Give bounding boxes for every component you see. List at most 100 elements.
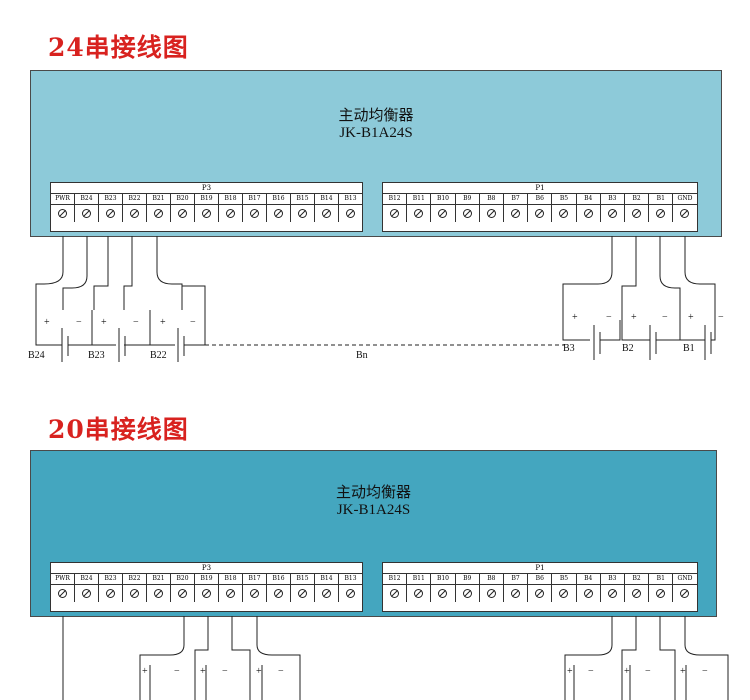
pin-label-b3: B3 xyxy=(600,573,625,585)
screw-icon xyxy=(414,589,424,598)
pin-label-b13: B13 xyxy=(339,573,363,585)
pin-label-b19: B19 xyxy=(195,193,219,205)
title-20-series: 20串接线图 xyxy=(48,415,189,444)
screw-icon xyxy=(414,209,424,218)
battery-label-b1: B1 xyxy=(683,343,695,354)
screw-icon xyxy=(680,209,690,218)
terminal-screw xyxy=(219,585,243,602)
terminal-screw xyxy=(504,585,529,602)
terminal-screw xyxy=(51,205,75,222)
pin-label-b22: B22 xyxy=(123,193,147,205)
screw-icon xyxy=(322,209,331,218)
screw-icon xyxy=(130,589,139,598)
pin-label-b5: B5 xyxy=(552,573,577,585)
pin-label-b15: B15 xyxy=(291,573,315,585)
terminal-screw xyxy=(75,585,99,602)
pin-label-b13: B13 xyxy=(339,193,363,205)
minus-sign: − xyxy=(190,317,196,328)
screw-icon xyxy=(226,209,235,218)
plus-sign: + xyxy=(160,317,166,328)
terminal-screw xyxy=(407,585,432,602)
screw-icon xyxy=(82,209,91,218)
pin-label-b23: B23 xyxy=(99,573,123,585)
terminal-screw xyxy=(480,205,504,222)
screw-icon xyxy=(390,589,400,598)
screw-icon xyxy=(250,209,259,218)
terminal-screw xyxy=(219,205,243,222)
terminal-screw xyxy=(431,585,456,602)
screw-icon xyxy=(178,589,187,598)
plus-sign: + xyxy=(142,666,148,677)
screw-icon xyxy=(274,589,283,598)
terminal-screw xyxy=(577,205,601,222)
battery-label-b22: B22 xyxy=(150,350,167,361)
pin-label-b24: B24 xyxy=(75,193,99,205)
screw-icon xyxy=(535,209,545,218)
pin-label-b12: B12 xyxy=(383,193,408,205)
terminal-screw xyxy=(504,205,529,222)
screw-icon xyxy=(106,209,115,218)
connector-label: P3 xyxy=(51,183,362,194)
pin-label-b2: B2 xyxy=(625,193,650,205)
minus-sign: − xyxy=(76,317,82,328)
pin-label-b14: B14 xyxy=(315,193,339,205)
pin-label-b10: B10 xyxy=(431,573,456,585)
plus-sign: + xyxy=(44,317,50,328)
terminal-screw xyxy=(456,205,480,222)
screw-icon xyxy=(154,589,163,598)
screw-icon xyxy=(58,209,67,218)
pin-label-gnd: GND xyxy=(673,193,698,205)
screw-icon xyxy=(632,209,642,218)
screw-icon xyxy=(656,589,666,598)
screw-icon xyxy=(511,589,521,598)
terminal-screw xyxy=(123,205,147,222)
screw-icon xyxy=(583,589,593,598)
terminal-screw xyxy=(383,205,408,222)
screw-icon xyxy=(202,209,211,218)
pin-label-b17: B17 xyxy=(243,193,267,205)
terminal-screw xyxy=(339,205,363,222)
terminal-screw xyxy=(407,205,432,222)
module-model: JK-B1A24S xyxy=(339,125,413,141)
terminal-screw xyxy=(649,205,674,222)
pin-label-pwr: PWR xyxy=(51,573,75,585)
screw-icon xyxy=(298,209,307,218)
screw-icon xyxy=(390,209,400,218)
pin-label-b16: B16 xyxy=(267,193,291,205)
terminal-screw xyxy=(267,205,291,222)
terminal-screw xyxy=(625,205,650,222)
pin-label-b11: B11 xyxy=(407,573,432,585)
terminal-screw xyxy=(601,205,625,222)
pin-label-b20: B20 xyxy=(171,573,195,585)
pin-label-b15: B15 xyxy=(291,193,315,205)
pin-label-b23: B23 xyxy=(99,193,123,205)
pin-label-b2: B2 xyxy=(625,573,650,585)
screw-icon xyxy=(559,209,569,218)
plus-sign: + xyxy=(572,312,578,323)
module-name: 主动均衡器 xyxy=(335,485,411,501)
screw-icon xyxy=(202,589,211,598)
screw-icon xyxy=(226,589,235,598)
terminal-screw xyxy=(673,205,698,222)
plus-sign: + xyxy=(680,666,686,677)
terminal-screw xyxy=(243,205,267,222)
pin-label-b5: B5 xyxy=(552,193,577,205)
battery-label-b3: B3 xyxy=(563,343,575,354)
screw-icon xyxy=(250,589,259,598)
plus-sign: + xyxy=(101,317,107,328)
terminal-screw xyxy=(123,585,147,602)
screw-icon xyxy=(106,589,115,598)
pin-label-gnd: GND xyxy=(673,573,698,585)
terminal-screw xyxy=(75,205,99,222)
pin-label-b22: B22 xyxy=(123,573,147,585)
screw-icon xyxy=(511,209,521,218)
screw-icon xyxy=(535,589,545,598)
pin-label-b16: B16 xyxy=(267,573,291,585)
battery-label-b24: B24 xyxy=(28,350,45,361)
terminal-screw xyxy=(171,585,195,602)
terminal-screw xyxy=(147,585,171,602)
screw-icon xyxy=(322,589,331,598)
